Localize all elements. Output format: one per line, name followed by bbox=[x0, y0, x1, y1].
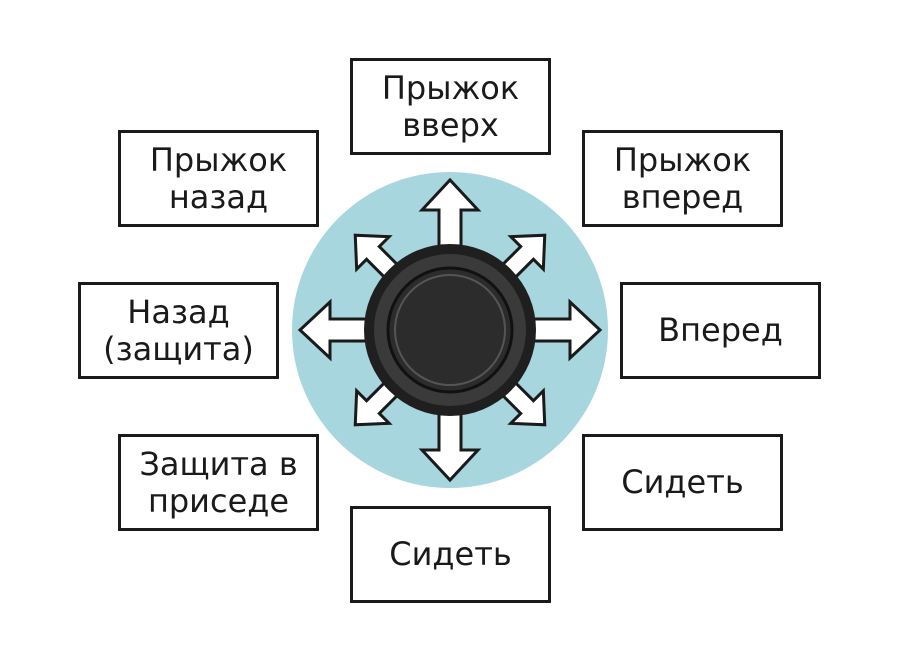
arrow-right-icon bbox=[528, 298, 603, 362]
label-crouch-guard: Защита в приседе bbox=[118, 434, 319, 531]
arrow-up-icon bbox=[418, 177, 482, 252]
label-back-guard: Назад (защита) bbox=[78, 282, 279, 379]
joystick-knob-icon bbox=[364, 244, 536, 416]
label-jump-up: Прыжок вверх bbox=[350, 58, 551, 155]
label-jump-back: Прыжок назад bbox=[118, 130, 319, 227]
label-forward: Вперед bbox=[620, 282, 821, 379]
arrow-left-icon bbox=[297, 298, 372, 362]
label-jump-forward: Прыжок вперед bbox=[582, 130, 783, 227]
label-crouch: Сидеть bbox=[350, 506, 551, 603]
label-crouch-diagonal: Сидеть bbox=[582, 434, 783, 531]
arrow-down-icon bbox=[418, 408, 482, 483]
